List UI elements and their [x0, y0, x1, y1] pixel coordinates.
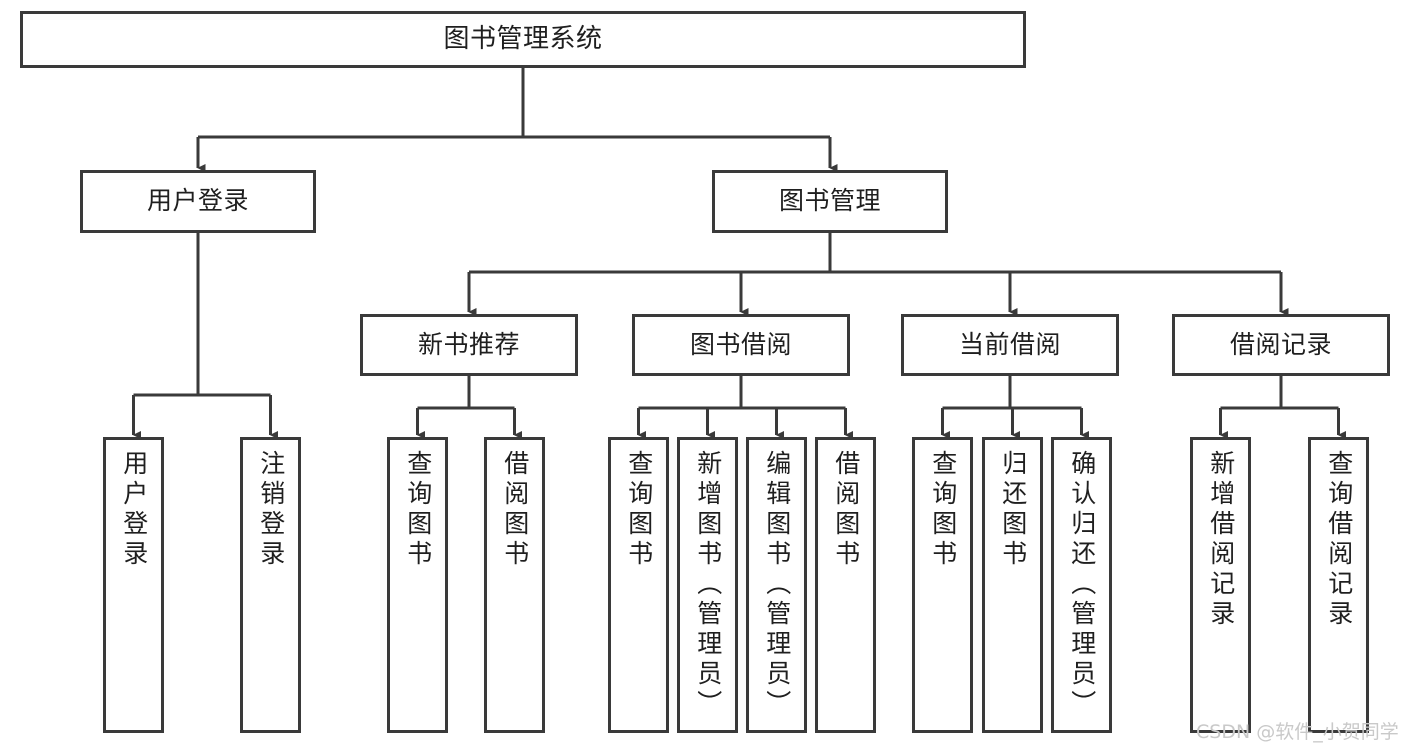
node-current-borrow-label: 当前借阅 — [958, 329, 1061, 359]
node-leaf-borrow-book-1-label: 借阅图书 — [500, 450, 530, 570]
node-leaf-query-record-label: 查询借阅记录 — [1324, 450, 1354, 630]
node-book-manage-label: 图书管理 — [778, 186, 881, 216]
node-leaf-query-book-3-label: 查询图书 — [928, 450, 958, 570]
node-new-book-recommend-label: 新书推荐 — [417, 329, 520, 359]
node-leaf-query-record: 查询借阅记录 — [1308, 437, 1369, 733]
node-leaf-query-book-3: 查询图书 — [912, 437, 973, 733]
node-leaf-logout: 注销登录 — [240, 437, 301, 733]
node-new-book-recommend: 新书推荐 — [360, 314, 578, 376]
node-leaf-query-book-2: 查询图书 — [608, 437, 669, 733]
node-leaf-borrow-book-1: 借阅图书 — [484, 437, 545, 733]
node-leaf-confirm-return: 确认归还（管理员） — [1051, 437, 1112, 733]
node-leaf-return-book-label: 归还图书 — [998, 450, 1028, 570]
node-root: 图书管理系统 — [20, 11, 1026, 68]
node-leaf-borrow-book-2-label: 借阅图书 — [831, 450, 861, 570]
node-leaf-user-login: 用户登录 — [103, 437, 164, 733]
node-book-manage: 图书管理 — [712, 170, 948, 233]
node-user-login-label: 用户登录 — [146, 186, 249, 216]
node-leaf-logout-label: 注销登录 — [256, 450, 286, 570]
node-borrow-record: 借阅记录 — [1172, 314, 1390, 376]
node-leaf-query-book-1: 查询图书 — [387, 437, 448, 733]
node-book-borrow-label: 图书借阅 — [689, 329, 792, 359]
node-root-label: 图书管理系统 — [443, 23, 603, 54]
node-leaf-user-login-label: 用户登录 — [119, 450, 149, 570]
node-leaf-edit-book-label: 编辑图书（管理员） — [762, 450, 792, 720]
node-leaf-confirm-return-label: 确认归还（管理员） — [1067, 450, 1097, 720]
node-leaf-edit-book: 编辑图书（管理员） — [746, 437, 807, 733]
node-leaf-borrow-book-2: 借阅图书 — [815, 437, 876, 733]
node-book-borrow: 图书借阅 — [632, 314, 850, 376]
node-leaf-add-record-label: 新增借阅记录 — [1206, 450, 1236, 630]
node-leaf-return-book: 归还图书 — [982, 437, 1043, 733]
csdn-watermark: CSDN @软件_小贺同学 — [1196, 721, 1399, 743]
node-leaf-query-book-1-label: 查询图书 — [403, 450, 433, 570]
node-borrow-record-label: 借阅记录 — [1229, 329, 1332, 359]
node-leaf-add-book-label: 新增图书（管理员） — [693, 450, 723, 720]
node-current-borrow: 当前借阅 — [901, 314, 1119, 376]
node-leaf-add-book: 新增图书（管理员） — [677, 437, 738, 733]
node-user-login: 用户登录 — [80, 170, 316, 233]
node-leaf-query-book-2-label: 查询图书 — [624, 450, 654, 570]
node-leaf-add-record: 新增借阅记录 — [1190, 437, 1251, 733]
